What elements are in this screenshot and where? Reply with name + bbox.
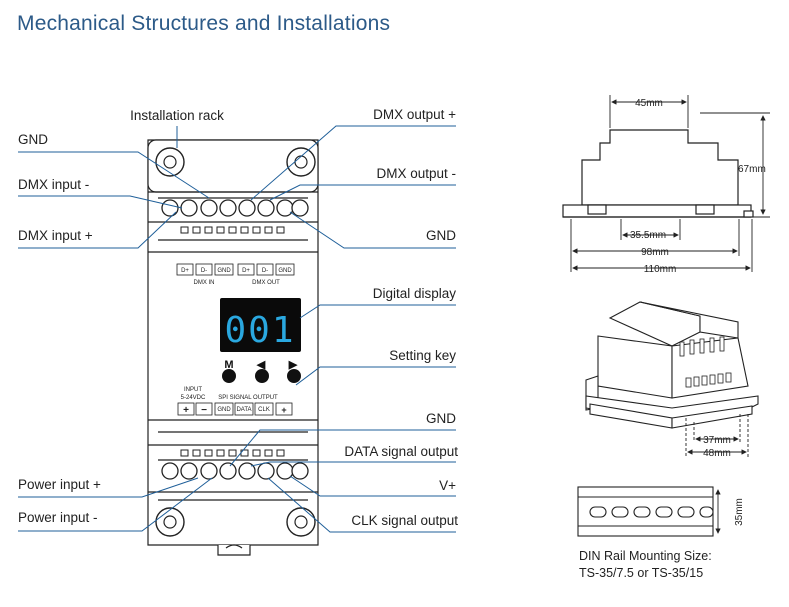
leader-dmx-input-plus (18, 211, 177, 249)
dmx-in-pin-1: D+ (181, 268, 189, 274)
label-setting-key: Setting key (389, 348, 456, 363)
dmx-out-pin-1: D+ (242, 268, 250, 274)
dim-45mm: 45mm (635, 98, 663, 109)
setting-key-m[interactable] (222, 369, 236, 383)
spi-pin-data: DATA (236, 407, 251, 413)
spi-pin-gnd: GND (217, 407, 231, 413)
dmx-pin-block (176, 263, 295, 276)
dim-35-5mm: 35.5mm (630, 230, 666, 241)
label-power-input-minus: Power input - (18, 510, 98, 525)
din-rail (577, 486, 714, 537)
rack-hole-bottom-right (286, 507, 316, 537)
label-power-input-plus: Power input + (18, 477, 101, 492)
dmx-in-caption: DMX IN (194, 280, 215, 286)
device-side-view (562, 129, 754, 218)
key-left-label: ◀ (256, 359, 266, 371)
setting-key-right[interactable] (287, 369, 301, 383)
key-m-label: M (224, 359, 233, 371)
rack-hole-top-right (286, 147, 316, 177)
dmx-out-caption: DMX OUT (252, 280, 280, 286)
leader-setting-key (295, 366, 456, 386)
rack-hole-bottom-left (155, 507, 185, 537)
label-gnd-top-left: GND (18, 132, 48, 147)
leader-data-signal (250, 461, 456, 467)
label-dmx-input-minus: DMX input - (18, 177, 89, 192)
dim-67mm: 67mm (738, 164, 766, 175)
dmx-out-pin-2: D- (262, 268, 268, 274)
din-caption-line2: TS-35/7.5 or TS-35/15 (579, 566, 703, 580)
dim-depth-lines (570, 219, 753, 272)
dim-98mm: 98mm (641, 247, 669, 258)
key-right-label: ▶ (288, 359, 298, 371)
din-caption-line1: DIN Rail Mounting Size: (579, 549, 712, 563)
display-readout: 001 (224, 310, 295, 351)
leader-dmx-input-minus (18, 195, 183, 209)
dim-37mm: 37mm (703, 435, 731, 446)
leader-v-plus (289, 475, 456, 497)
label-clk-signal-output: CLK signal output (351, 513, 458, 528)
dmx-in-pin-3: GND (217, 268, 231, 274)
label-digital-display: Digital display (373, 286, 457, 301)
spi-caption: SPI SIGNAL OUTPUT (218, 395, 278, 401)
bottom-terminal-screws (161, 462, 309, 480)
dim-48mm: 48mm (703, 448, 731, 459)
label-data-signal-output: DATA signal output (344, 444, 458, 459)
input-caption-1: INPUT (184, 387, 202, 393)
page-title: Mechanical Structures and Installations (17, 12, 391, 35)
setting-key-left[interactable] (255, 369, 269, 383)
label-gnd-bottom: GND (426, 411, 456, 426)
dim-110mm: 110mm (644, 264, 677, 275)
label-gnd-top-right: GND (426, 228, 456, 243)
leader-dmx-output-plus (250, 125, 456, 201)
leader-digital-display (299, 304, 456, 319)
leader-power-input-plus (18, 477, 199, 498)
spi-pin-clk: CLK (258, 407, 270, 413)
label-v-plus: V+ (439, 478, 456, 493)
spi-pin-plus: + (281, 405, 286, 415)
input-spi-pin-block (177, 402, 293, 416)
dmx-in-pin-2: D- (201, 268, 207, 274)
leader-clk-signal (267, 477, 456, 533)
device-isometric-view (585, 301, 759, 429)
dim-45mm-line (609, 95, 689, 128)
input-pin-minus: − (201, 405, 207, 416)
label-dmx-input-plus: DMX input + (18, 228, 93, 243)
leader-gnd-right (289, 211, 456, 249)
bottom-terminal-slots (180, 449, 285, 457)
dim-67mm-line (700, 112, 770, 218)
leader-gnd-bottom (229, 429, 456, 467)
leader-lines (18, 125, 456, 533)
rack-hole-top-left (155, 147, 185, 177)
dim-iso-lines (685, 414, 749, 458)
input-pin-plus: + (183, 405, 189, 416)
label-dmx-output-minus: DMX output - (376, 166, 456, 181)
dmx-out-pin-3: GND (278, 268, 292, 274)
leader-gnd-left (18, 151, 210, 199)
input-caption-2: 5-24VDC (181, 395, 206, 401)
label-dmx-output-plus: DMX output + (373, 107, 456, 122)
iso-vent-slots (679, 336, 732, 388)
dim-35mm-rail: 35mm (734, 498, 745, 526)
leader-dmx-output-minus (269, 184, 456, 201)
digital-display-screen (220, 298, 301, 352)
leader-power-input-minus (18, 477, 213, 532)
label-installation-rack: Installation rack (130, 108, 224, 123)
top-terminal-slots (180, 226, 285, 234)
